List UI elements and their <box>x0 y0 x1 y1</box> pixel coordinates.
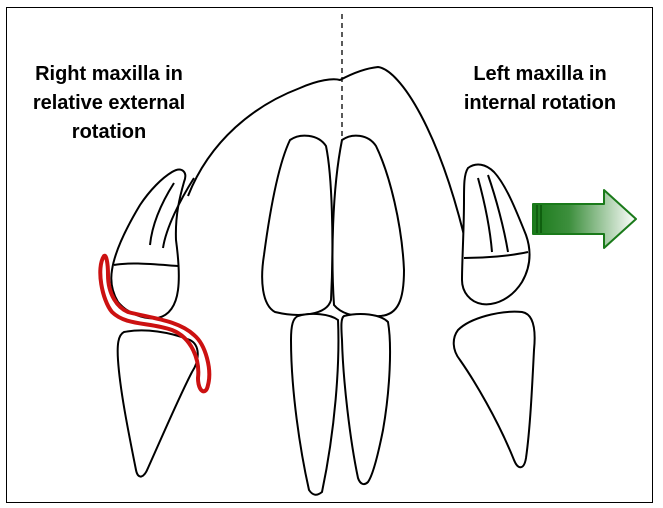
right-arrow-icon <box>533 190 636 248</box>
right-lower-canine <box>118 330 198 476</box>
right-upper-canine <box>111 170 185 319</box>
left-lower-canine <box>454 312 535 468</box>
right-maxilla-label: Right maxilla in relative external rotat… <box>4 60 214 147</box>
lower-central-incisor-left <box>341 314 390 484</box>
upper-central-incisor-right <box>262 136 332 315</box>
lower-central-incisor-right <box>291 314 338 495</box>
upper-central-incisor-left <box>333 136 404 317</box>
left-upper-canine <box>462 165 529 305</box>
left-maxilla-label: Left maxilla in internal rotation <box>434 60 646 118</box>
